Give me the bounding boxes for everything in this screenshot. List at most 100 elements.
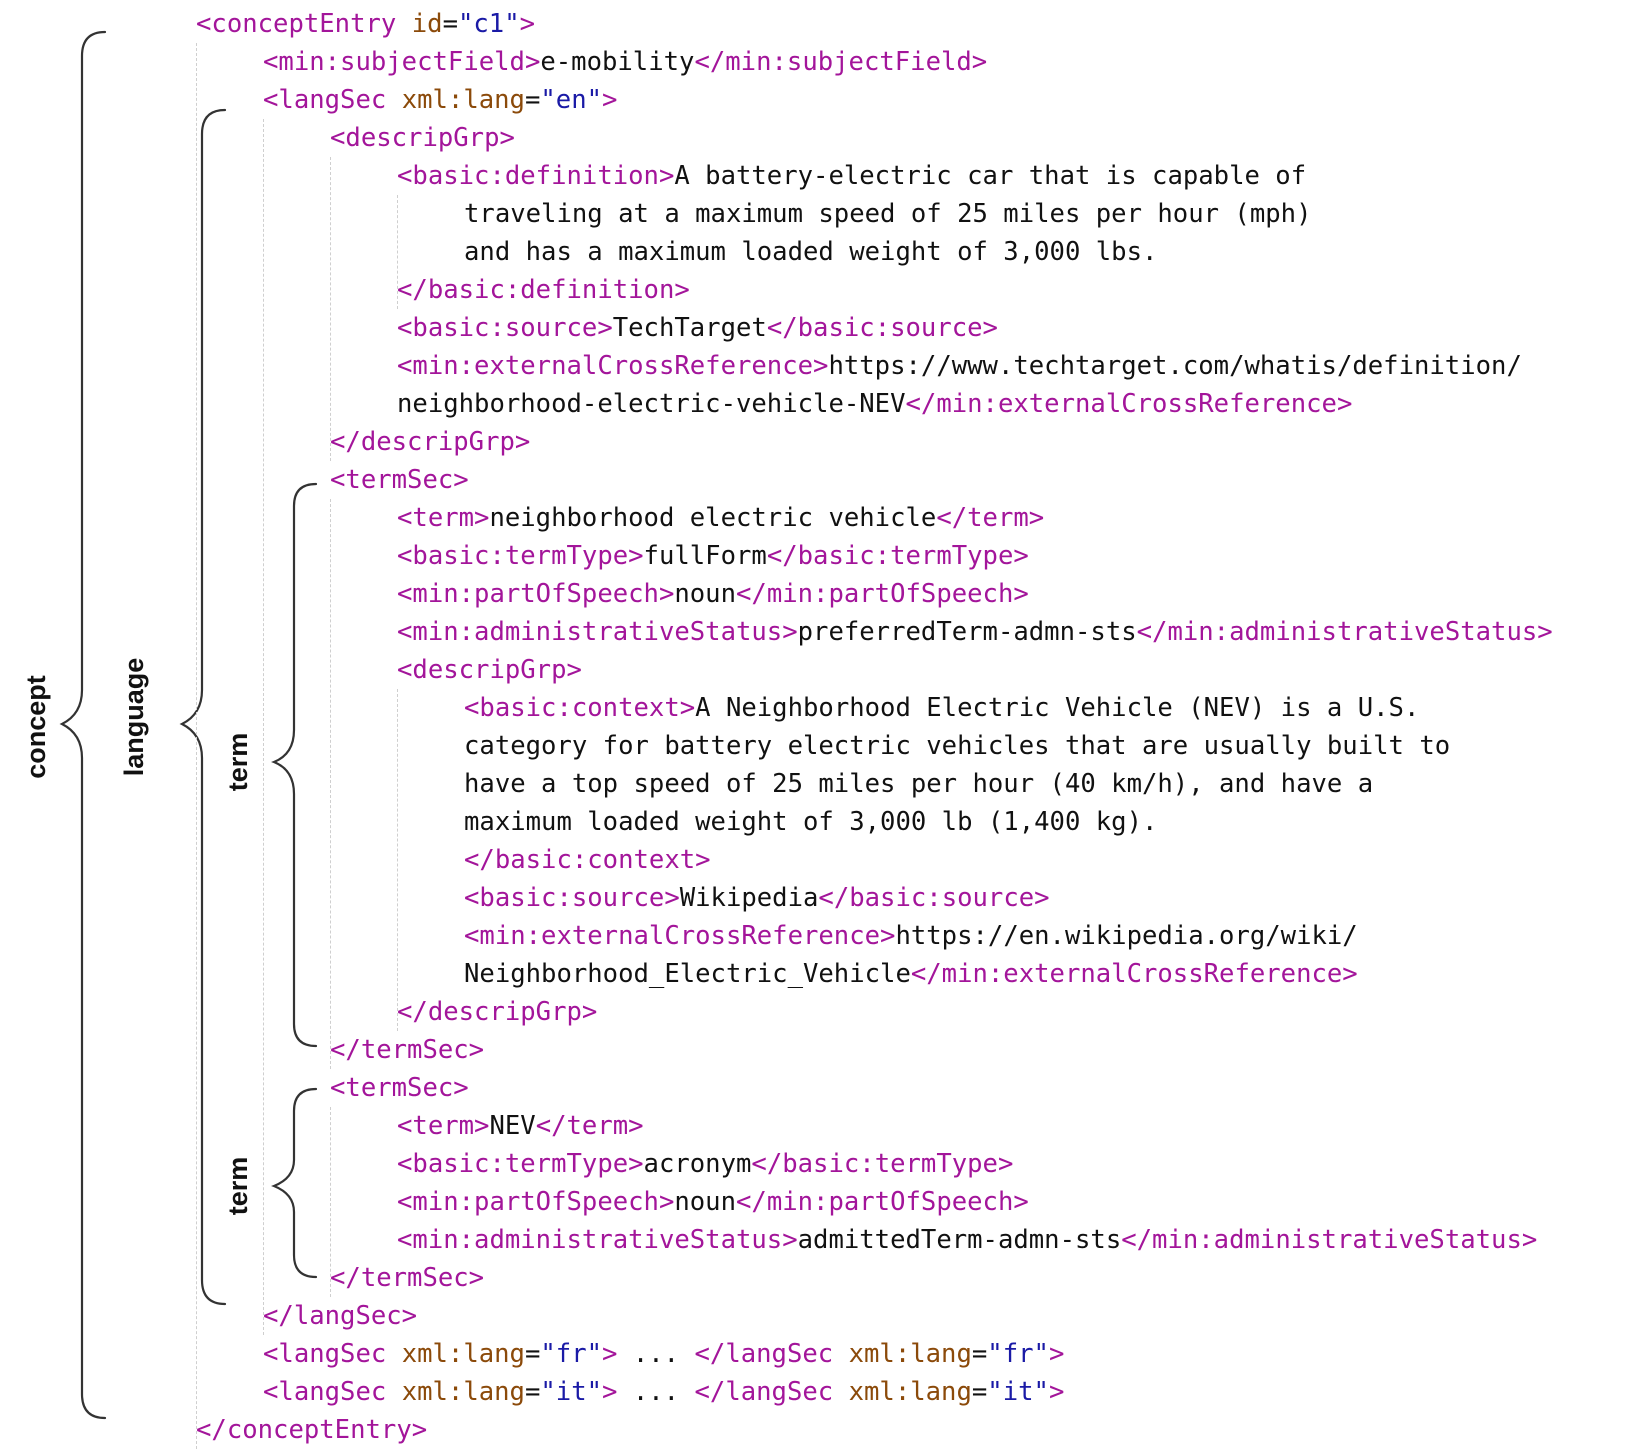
code-token-val: "en" [540, 85, 603, 115]
code-token-tag: </basic:definition> [397, 275, 690, 305]
code-token-tag: <descripGrp> [397, 655, 582, 685]
code-token-tag: </min:administrativeStatus> [1136, 617, 1553, 647]
code-line: Neighborhood_Electric_Vehicle</min:exter… [464, 955, 1358, 993]
code-token-txt: neighborhood-electric-vehicle-NEV [397, 389, 906, 419]
code-token-tag: </min:partOfSpeech> [736, 1187, 1029, 1217]
code-token-txt: fullForm [643, 541, 767, 571]
code-line: <langSec xml:lang="en"> [263, 81, 617, 119]
code-token-tag: <min:administrativeStatus> [397, 1225, 798, 1255]
code-line: <basic:termType>fullForm</basic:termType… [397, 537, 1029, 575]
code-token-tag: <basic:source> [397, 313, 613, 343]
code-line: </descripGrp> [330, 423, 530, 461]
code-line: <term>NEV</term> [397, 1107, 644, 1145]
code-line: <basic:context>A Neighborhood Electric V… [464, 689, 1419, 727]
code-token-txt: ... [632, 1377, 695, 1407]
code-token-eq: = [442, 9, 458, 39]
code-token-tag: </basic:source> [766, 313, 998, 343]
code-token-txt: neighborhood electric vehicle [489, 503, 937, 533]
code-token-tag: > [1048, 1339, 1065, 1369]
code-token-tag: <min:externalCrossReference> [464, 921, 896, 951]
code-token-tag: > [519, 9, 536, 39]
indent-guide [330, 1107, 331, 1297]
code-token-tag: > [602, 1377, 633, 1407]
indent-guide [330, 157, 331, 461]
term-brace-2 [271, 1087, 318, 1279]
code-token-attr: id [411, 9, 443, 39]
code-token-tag: <min:externalCrossReference> [397, 351, 829, 381]
code-token-tag: </termSec> [330, 1035, 485, 1065]
code-token-txt: maximum loaded weight of 3,000 lb (1,400… [464, 807, 1158, 837]
code-line: </basic:context> [464, 841, 711, 879]
code-line: </basic:definition> [397, 271, 690, 309]
code-token-tag: <term> [397, 503, 490, 533]
code-line: <termSec> [330, 1069, 469, 1107]
code-token-txt: ... [632, 1339, 695, 1369]
code-token-txt: acronym [643, 1149, 752, 1179]
code-token-tag: <descripGrp> [330, 123, 515, 153]
code-token-tag: <basic:termType> [397, 1149, 644, 1179]
code-token-tag: </min:externalCrossReference> [910, 959, 1358, 989]
code-token-tag: <min:administrativeStatus> [397, 617, 798, 647]
code-line: <min:subjectField>e-mobility</min:subjec… [263, 43, 987, 81]
code-token-txt: traveling at a maximum speed of 25 miles… [464, 199, 1312, 229]
code-token-tag: </basic:source> [818, 883, 1050, 913]
code-token-txt: noun [674, 1187, 736, 1217]
code-token-attr: xml:lang [401, 1339, 525, 1369]
code-line: </termSec> [330, 1031, 484, 1069]
code-token-tag: </basic:termType> [766, 541, 1029, 571]
code-token-tag: <min:partOfSpeech> [397, 579, 675, 609]
code-token-txt: noun [674, 579, 736, 609]
code-line: <min:administrativeStatus>preferredTerm-… [397, 613, 1553, 651]
code-line: <basic:source>TechTarget</basic:source> [397, 309, 998, 347]
code-token-txt: have a top speed of 25 miles per hour (4… [464, 769, 1374, 799]
code-token-tag: </term> [936, 503, 1045, 533]
code-line: <min:externalCrossReference>https://en.w… [464, 917, 1358, 955]
code-line: and has a maximum loaded weight of 3,000… [464, 233, 1157, 271]
code-token-txt: Wikipedia [679, 883, 819, 913]
code-token-txt: A Neighborhood Electric Vehicle (NEV) is… [695, 693, 1420, 723]
code-token-tag: <basic:source> [464, 883, 680, 913]
code-token-tag: </basic:termType> [751, 1149, 1014, 1179]
code-token-eq: = [524, 85, 541, 115]
code-token-tag: <termSec> [330, 465, 469, 495]
code-line: <basic:definition>A battery-electric car… [397, 157, 1306, 195]
code-line: </termSec> [330, 1259, 484, 1297]
indent-guide [397, 195, 398, 309]
indent-guide [397, 689, 398, 1031]
code-line: <term>neighborhood electric vehicle</ter… [397, 499, 1044, 537]
code-token-attr: xml:lang [401, 1377, 525, 1407]
code-token-txt: TechTarget [612, 313, 767, 343]
code-token-tag: </min:administrativeStatus> [1121, 1225, 1538, 1255]
code-token-tag: </min:subjectField> [694, 47, 988, 77]
code-token-txt: e-mobility [540, 47, 695, 77]
code-token-tag: <langSec [263, 1339, 402, 1369]
code-token-tag: <basic:context> [464, 693, 696, 723]
code-line: neighborhood-electric-vehicle-NEV</min:e… [397, 385, 1352, 423]
code-token-tag: </conceptEntry> [196, 1415, 428, 1445]
code-token-eq: = [971, 1377, 988, 1407]
code-token-tag: </langSec [694, 1377, 849, 1407]
code-line: <descripGrp> [397, 651, 582, 689]
code-token-tag: <min:partOfSpeech> [397, 1187, 675, 1217]
code-token-eq: = [524, 1377, 541, 1407]
code-token-tag: </langSec> [263, 1301, 418, 1331]
code-token-txt: admittedTerm-admn-sts [797, 1225, 1122, 1255]
code-token-val: "it" [987, 1377, 1049, 1407]
code-token-attr: xml:lang [848, 1377, 972, 1407]
code-token-txt: NEV [489, 1111, 536, 1141]
code-token-val: "it" [540, 1377, 603, 1407]
code-token-tag: <langSec [263, 1377, 402, 1407]
code-line: <min:partOfSpeech>noun</min:partOfSpeech… [397, 575, 1029, 613]
code-token-txt: https://en.wikipedia.org/wiki/ [895, 921, 1358, 951]
code-line: <min:externalCrossReference>https://www.… [397, 347, 1522, 385]
code-token-tag: <termSec> [330, 1073, 469, 1103]
code-token-tag: > [1048, 1377, 1065, 1407]
code-token-txt: preferredTerm-admn-sts [797, 617, 1137, 647]
code-token-tag: </termSec> [330, 1263, 485, 1293]
code-token-attr: xml:lang [848, 1339, 972, 1369]
code-token-val: "fr" [987, 1339, 1049, 1369]
code-token-tag: <basic:termType> [397, 541, 644, 571]
code-token-tag: <term> [397, 1111, 490, 1141]
